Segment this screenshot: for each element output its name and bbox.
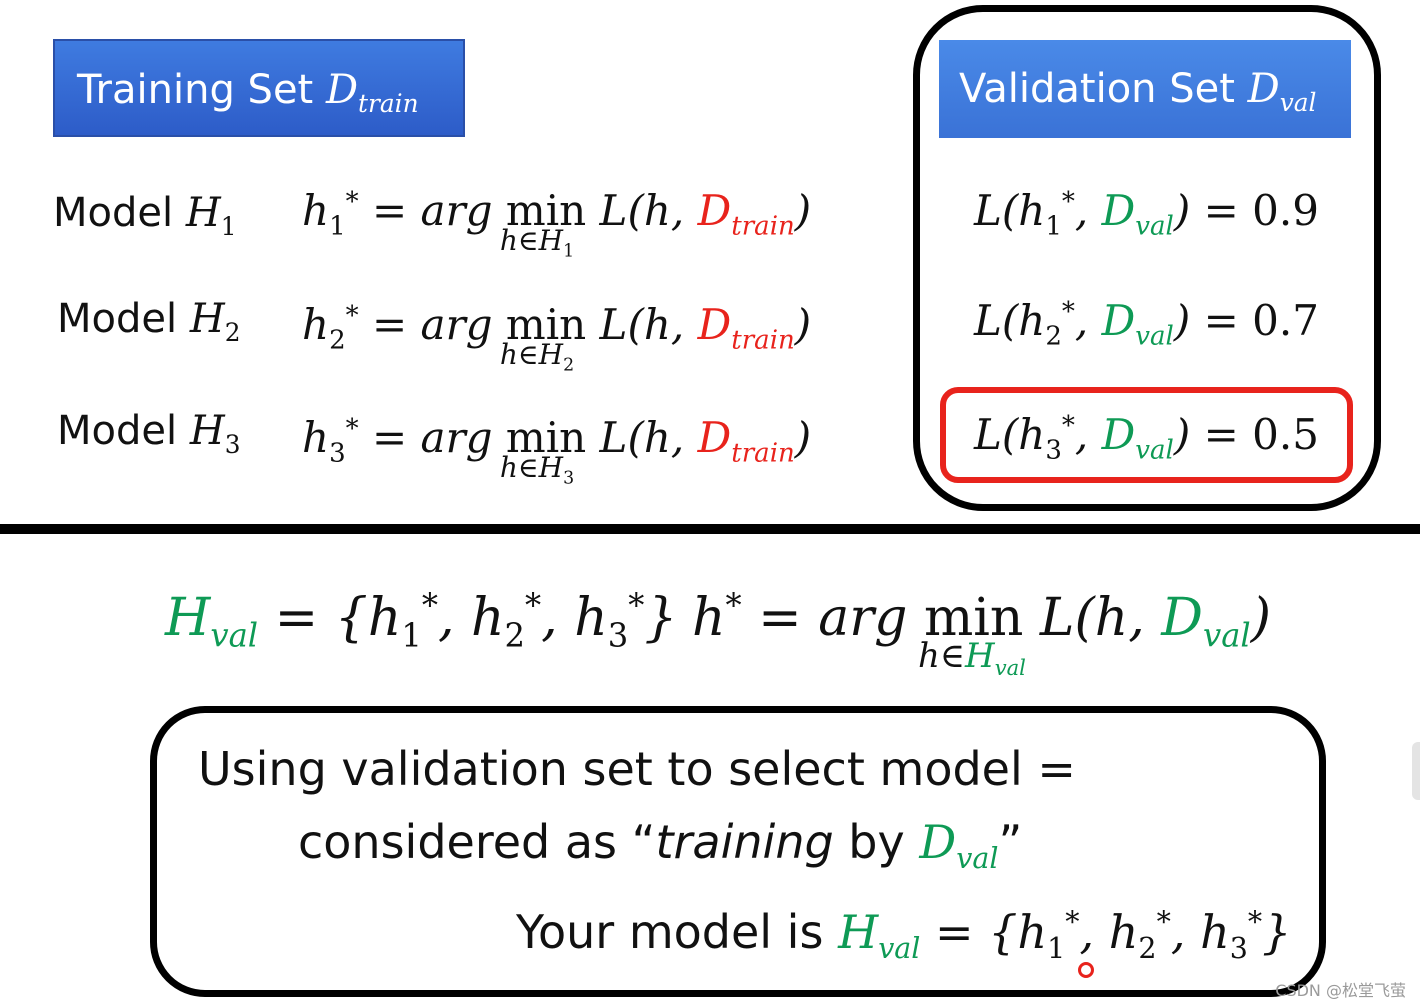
watermark: CSDN @松堂飞萤 <box>1275 981 1406 1000</box>
best-model-highlight <box>940 387 1353 483</box>
validation-set-label: Validation Set <box>959 66 1235 112</box>
validation-loss-3: L(h3*, Dval) = 0.5 <box>974 410 1319 466</box>
training-set-symbol: Dtrain <box>325 67 419 118</box>
summary-line-2: considered as “training by Dval” <box>298 815 1023 876</box>
summary-line-1: Using validation set to select model = <box>198 742 1076 796</box>
model-1-label: Model H1 <box>53 190 237 241</box>
training-set-label: Training Set <box>77 67 314 113</box>
summary-line-3: Your model is Hval = {h1*, h2*, h3*} <box>516 905 1292 966</box>
validation-loss-1: L(h1*, Dval) = 0.9 <box>974 186 1319 242</box>
side-tab[interactable] <box>1412 742 1420 800</box>
validation-loss-2: L(h2*, Dval) = 0.7 <box>974 296 1319 352</box>
hval-definition: Hval = {h1*, h2*, h3*} <box>165 586 678 655</box>
pointer-marker <box>1078 962 1094 978</box>
training-set-header: Training Set Dtrain <box>53 39 465 137</box>
validation-set-symbol: Dval <box>1247 66 1317 117</box>
model-2-label: Model H2 <box>57 296 241 347</box>
validation-set-header: Validation Set Dval <box>939 40 1351 138</box>
section-divider <box>0 524 1420 534</box>
model-3-label: Model H3 <box>57 408 241 459</box>
summary-box <box>150 706 1326 997</box>
validation-frame <box>913 5 1381 511</box>
